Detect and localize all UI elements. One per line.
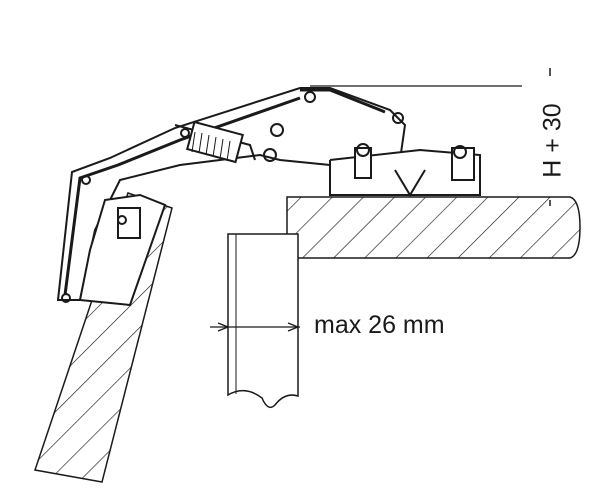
height-label: H + 30 [538, 103, 567, 178]
hinge-mechanism [56, 87, 481, 307]
partition-panel [227, 233, 299, 409]
cabinet-panel [286, 196, 581, 259]
door-thickness-label: max 26 mm [314, 311, 445, 339]
thickness-dimension [210, 322, 300, 332]
